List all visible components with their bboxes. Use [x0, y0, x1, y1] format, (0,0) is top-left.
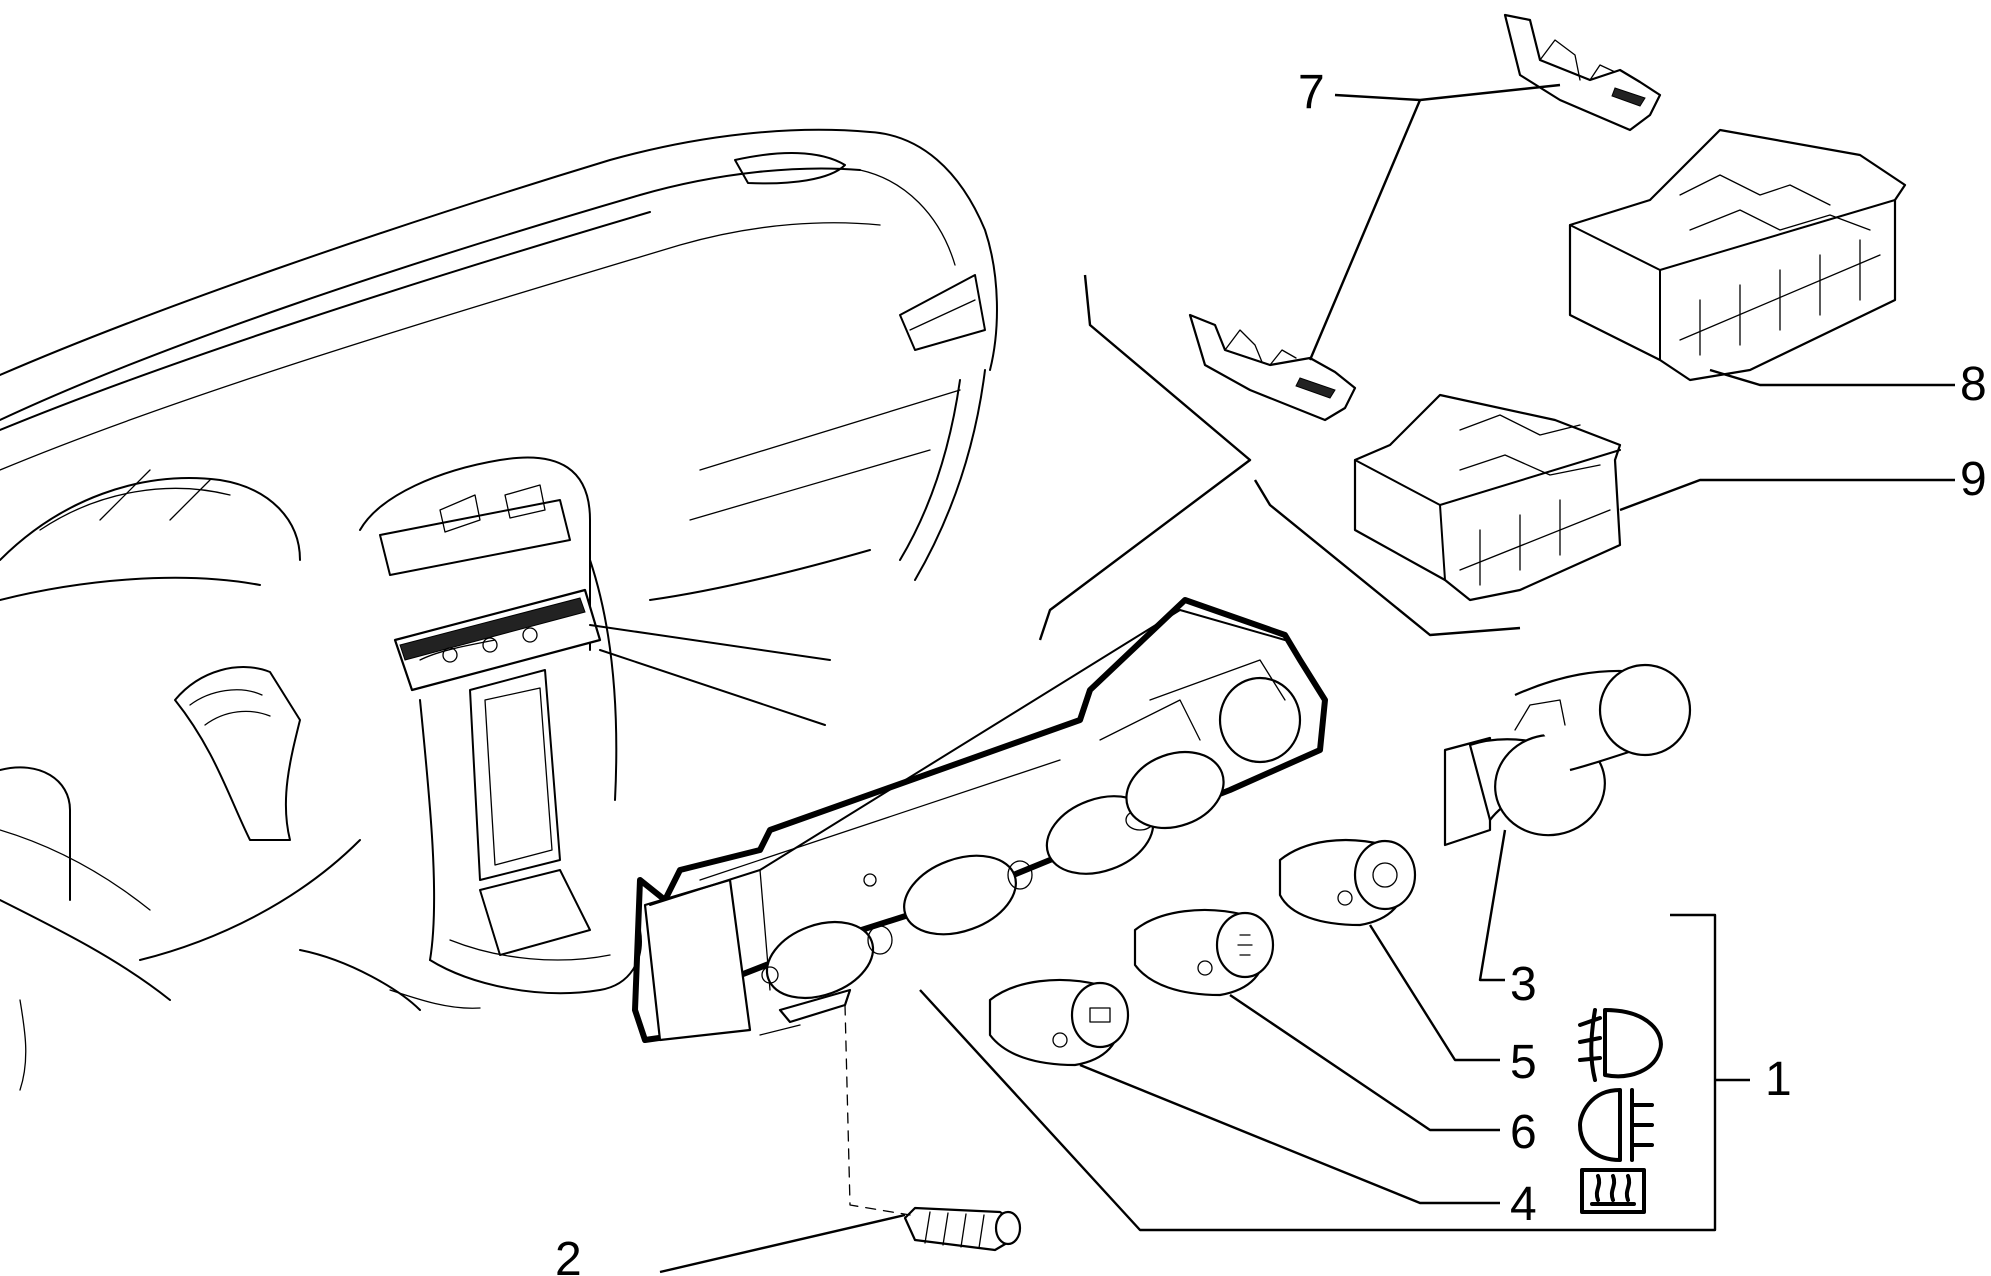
leader-lines — [659, 83, 1955, 1274]
callout-7: 7 — [1298, 66, 1325, 119]
panel-bracket-outline — [1038, 274, 1521, 641]
callout-2: 2 — [555, 1233, 582, 1276]
callout-4: 4 — [1510, 1178, 1537, 1231]
dashboard-outline — [0, 128, 998, 1091]
part-7-terminal-top — [1503, 13, 1662, 132]
callout-9: 9 — [1960, 453, 1987, 506]
part-8-connector-housing — [1568, 128, 1907, 382]
callout-labels: 7 8 9 3 5 6 4 1 2 — [555, 66, 1987, 1276]
part-2-screw — [903, 1206, 1022, 1252]
rear-window-defrost-icon — [1580, 1168, 1646, 1214]
rear-fog-light-icon — [1578, 1088, 1654, 1162]
callout-1: 1 — [1765, 1053, 1792, 1106]
switch-panel-assembly — [632, 597, 1328, 1043]
part-5-button — [1278, 838, 1417, 927]
part-7-terminal-bottom — [1188, 313, 1357, 422]
callout-5: 5 — [1510, 1036, 1537, 1089]
front-fog-light-icon — [1578, 1008, 1663, 1082]
callout-8: 8 — [1960, 358, 1987, 411]
part-9-connector-housing — [1353, 393, 1622, 602]
callout-3: 3 — [1510, 958, 1537, 1011]
part-6-button — [1133, 908, 1275, 997]
part-3-button-group — [1443, 663, 1692, 847]
part-4-button — [988, 978, 1130, 1067]
callout-6: 6 — [1510, 1106, 1537, 1159]
